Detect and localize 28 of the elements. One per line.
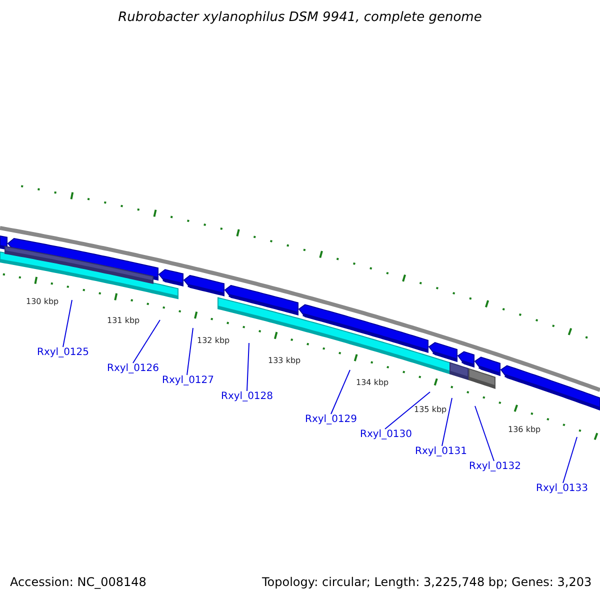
leader-line	[62, 300, 72, 348]
leader-line	[474, 406, 494, 462]
gene-label: Rxyl_0125	[37, 347, 90, 358]
scale-label: 132 kbp	[197, 336, 230, 345]
leader-line	[384, 392, 430, 430]
leader-line	[186, 328, 194, 376]
leader-line	[330, 370, 350, 414]
footer-text: Topology: circular; Length: 3,225,748 bp; Genes: 3,203	[262, 575, 592, 589]
gene-label: Rxyl_0126	[107, 363, 160, 374]
scale-label: 130 kbp	[26, 297, 59, 306]
title: Rubrobacter xylanophilus DSM 9941, complete genome	[117, 10, 483, 25]
footer-text: Accession: NC_008148	[10, 575, 146, 589]
scale-label: 133 kbp	[268, 356, 301, 365]
gene-label: Rxyl_0129	[305, 414, 358, 425]
leader-line	[132, 320, 160, 364]
leader-line	[442, 398, 452, 446]
scale-label: 136 kbp	[508, 425, 541, 434]
gene-label: Rxyl_0127	[162, 375, 214, 386]
gene-label: Rxyl_0132	[469, 461, 522, 472]
gene-label: Rxyl_0130	[360, 429, 412, 440]
scale-label: 131 kbp	[107, 316, 140, 325]
leader-line	[246, 342, 250, 392]
scale-label: 135 kbp	[414, 405, 447, 414]
gene-label: Rxyl_0128	[221, 391, 274, 402]
gene-label: Rxyl_0133	[536, 483, 588, 494]
scale-label: 134 kbp	[356, 378, 389, 387]
gene-label: Rxyl_0131	[415, 446, 468, 457]
leader-line	[562, 436, 578, 484]
